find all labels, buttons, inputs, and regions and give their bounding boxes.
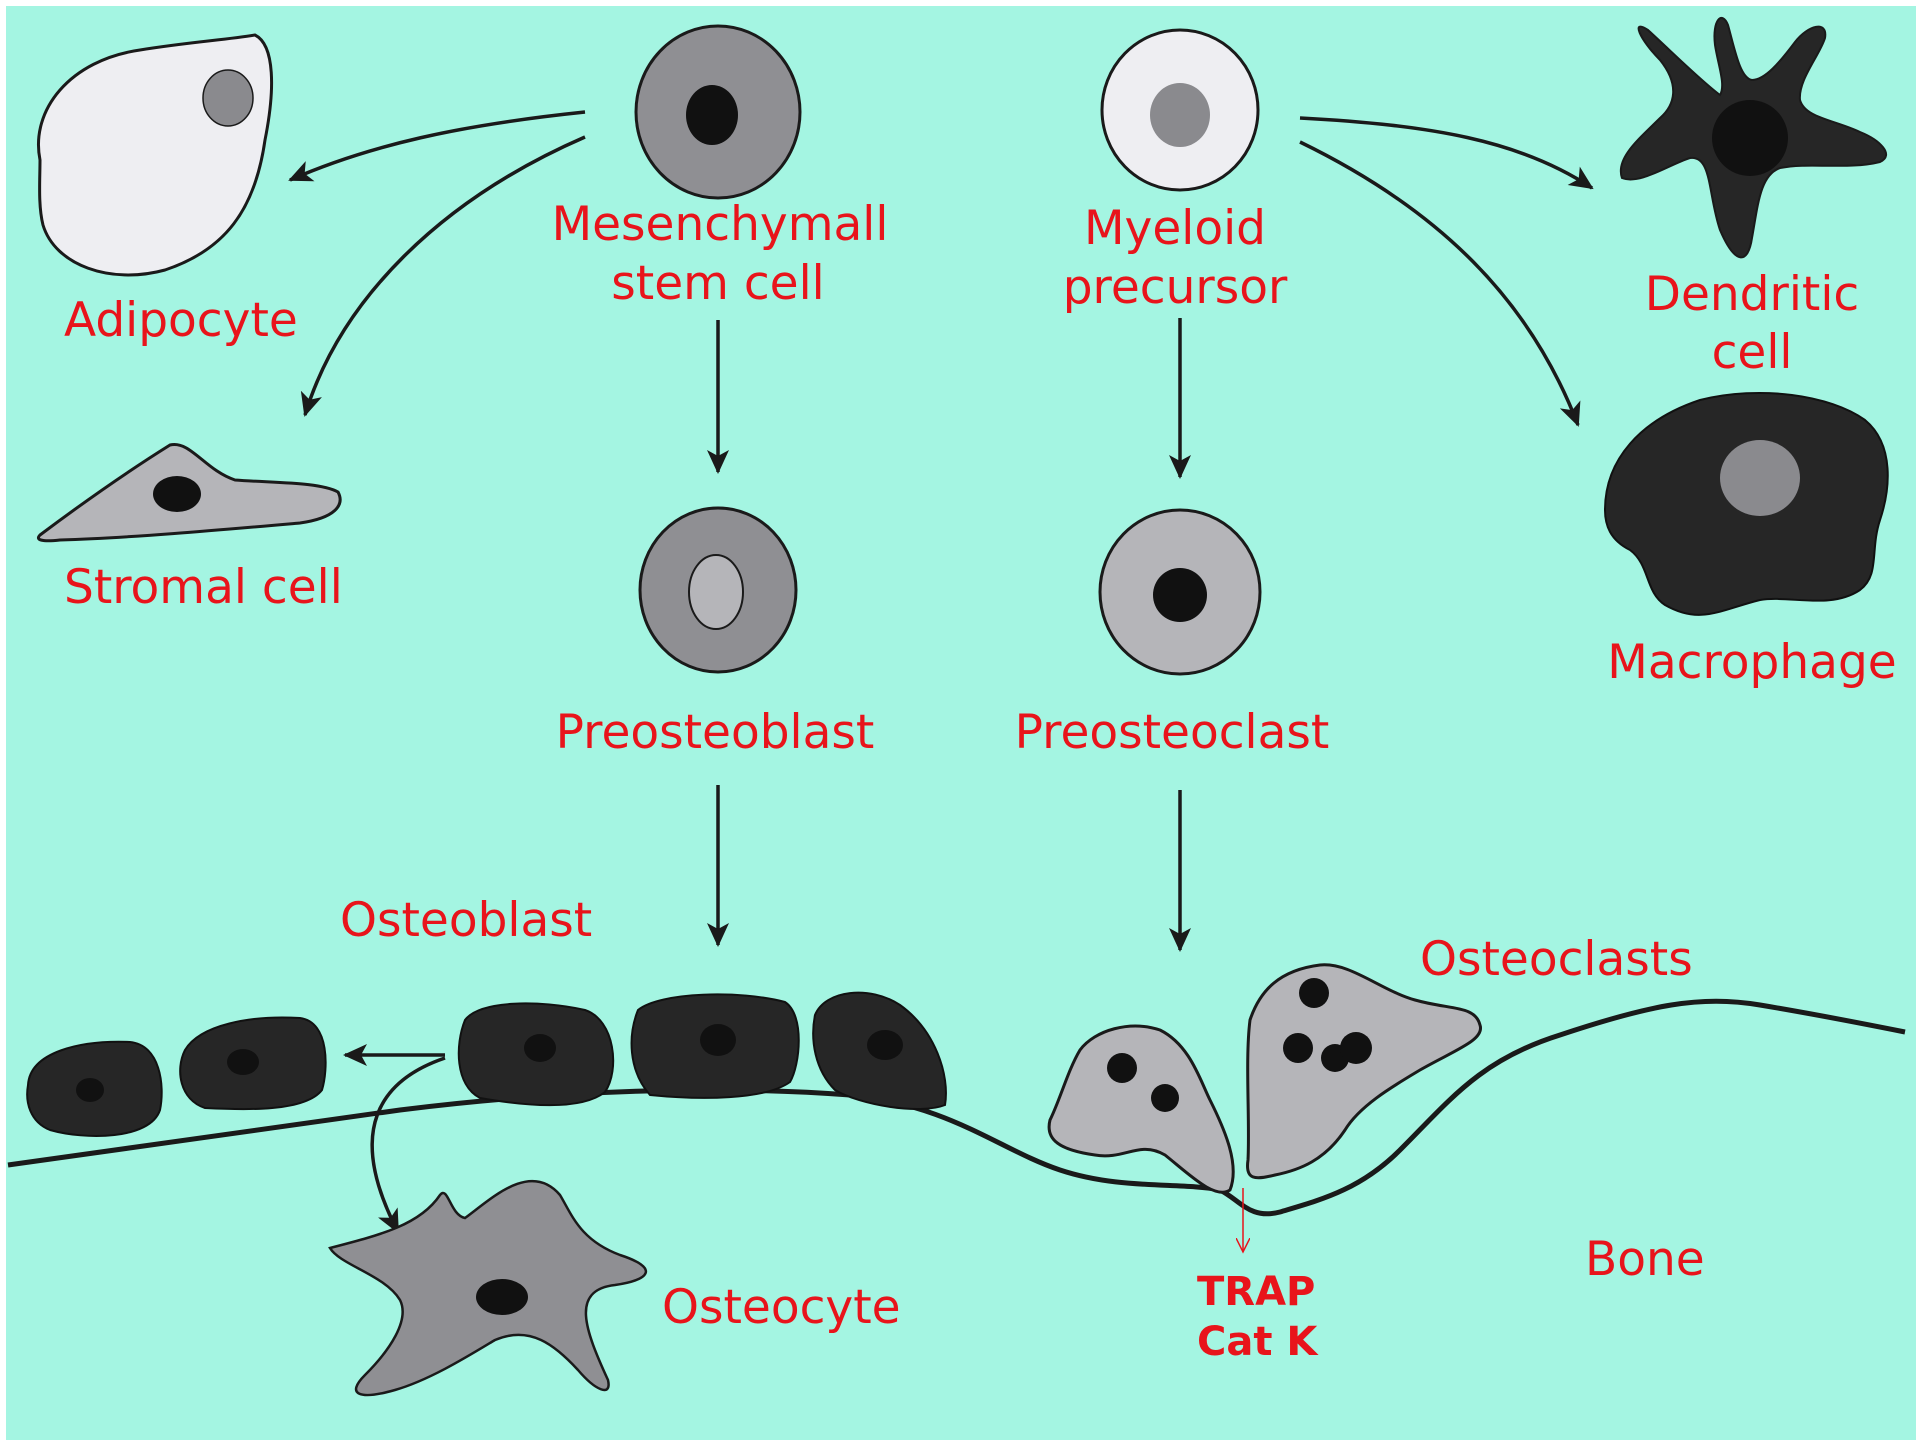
myeloid-label-line2: precursor (1063, 260, 1288, 315)
macrophage-label: Macrophage (1607, 635, 1896, 690)
myeloid-nucleus (1150, 83, 1210, 147)
msc-nucleus (686, 85, 738, 145)
dendritic-label-line1: Dendritic (1645, 267, 1859, 322)
adipocyte-nucleus (203, 70, 253, 126)
osteoclasts-label: Osteoclasts (1420, 932, 1693, 987)
preosteoblast-cell-icon (640, 508, 796, 672)
mesenchymal-stem-cell-icon (636, 26, 800, 198)
osteoblast-cell-icon (459, 1003, 613, 1105)
dendritic-nucleus (1712, 100, 1788, 176)
adipocyte-label: Adipocyte (64, 293, 298, 348)
stromal-cell-label: Stromal cell (64, 560, 343, 615)
osteocyte-label: Osteocyte (662, 1280, 901, 1335)
preosteoblast-label: Preosteoblast (556, 705, 875, 760)
trap-label: TRAP (1197, 1269, 1315, 1315)
osteocyte-nucleus (476, 1279, 528, 1315)
dendritic-label-line2: cell (1712, 325, 1793, 380)
msc-label-line2: stem cell (611, 256, 824, 311)
osteoblast-cell-icon (632, 994, 799, 1097)
preosteoclast-cell-icon (1100, 510, 1260, 674)
myeloid-precursor-cell-icon (1102, 30, 1258, 190)
diagram-background (6, 6, 1916, 1440)
preosteoclast-label: Preosteoclast (1015, 705, 1330, 760)
preosteoblast-nucleus (689, 555, 743, 629)
cat-k-label: Cat K (1197, 1319, 1319, 1365)
msc-label-line1: Mesenchymall (552, 197, 889, 252)
osteoblast-label: Osteoblast (340, 893, 592, 948)
preosteoclast-nucleus (1153, 568, 1207, 622)
macrophage-nucleus (1720, 440, 1800, 516)
stromal-nucleus (153, 476, 201, 512)
myeloid-label-line1: Myeloid (1084, 201, 1266, 256)
osteoblast-cell-icon (27, 1042, 161, 1136)
bone-label: Bone (1585, 1232, 1705, 1287)
